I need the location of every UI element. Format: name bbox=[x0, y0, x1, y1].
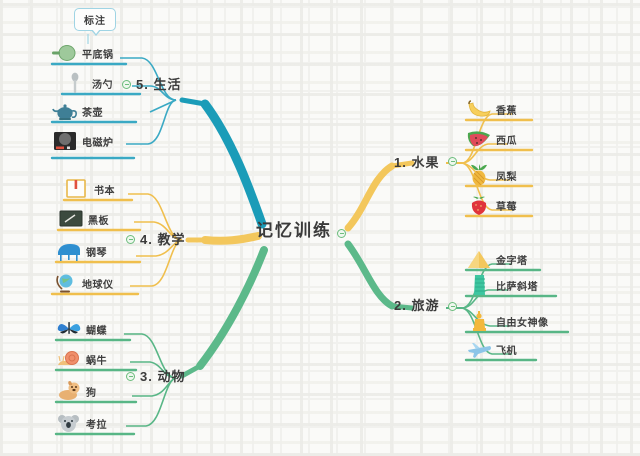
list-item[interactable]: 蝴蝶 bbox=[56, 318, 107, 342]
leaf-statue-of-liberty[interactable]: 自由女神像 bbox=[466, 310, 549, 334]
branch-label-fruit[interactable]: 1. 水果 bbox=[394, 155, 440, 170]
leaf-label: 汤勺 bbox=[92, 79, 113, 91]
leaf-koala[interactable]: 考拉 bbox=[56, 412, 107, 436]
collapse-minus-icon-fruit[interactable] bbox=[448, 157, 457, 166]
leaf-label: 考拉 bbox=[86, 419, 107, 431]
leaf-pyramid[interactable]: 金字塔 bbox=[466, 248, 528, 272]
leaf-label: 飞机 bbox=[496, 345, 517, 357]
snail-icon bbox=[56, 348, 82, 370]
leaf-label: 金字塔 bbox=[496, 255, 528, 267]
spoon-icon bbox=[62, 72, 88, 94]
list-item[interactable]: 凤梨 bbox=[466, 164, 517, 188]
leaf-dog[interactable]: 狗 bbox=[56, 380, 97, 404]
piano-icon bbox=[56, 240, 82, 262]
leaf-label: 地球仪 bbox=[82, 279, 114, 291]
leaf-label: 自由女神像 bbox=[496, 317, 549, 329]
leaf-strawberry[interactable]: 草莓 bbox=[466, 194, 517, 218]
frying-pan-icon bbox=[52, 42, 78, 64]
collapse-minus-icon-teaching[interactable] bbox=[126, 235, 135, 244]
collapse-minus-icon-travel[interactable] bbox=[448, 302, 457, 311]
banana-icon bbox=[466, 98, 492, 120]
leaf-blackboard[interactable]: 黑板 bbox=[58, 208, 109, 232]
list-item[interactable]: 狗 bbox=[56, 380, 97, 404]
leaf-frying-pan[interactable]: 平底锅 bbox=[52, 42, 114, 66]
leaf-pineapple[interactable]: 凤梨 bbox=[466, 164, 517, 188]
leaf-globe[interactable]: 地球仪 bbox=[52, 272, 114, 296]
airplane-icon bbox=[466, 338, 492, 360]
leaf-label: 茶壶 bbox=[82, 107, 103, 119]
collapse-minus-icon-animals[interactable] bbox=[126, 372, 135, 381]
induction-cooker-icon bbox=[52, 130, 78, 152]
dog-icon bbox=[56, 380, 82, 402]
leaf-spoon[interactable]: 汤勺 bbox=[62, 72, 113, 96]
list-item[interactable]: 蜗牛 bbox=[56, 348, 107, 372]
statue-of-liberty-icon bbox=[466, 310, 492, 332]
leaf-label: 黑板 bbox=[88, 215, 109, 227]
leaf-leaning-tower[interactable]: 比萨斜塔 bbox=[466, 274, 538, 298]
list-item[interactable]: 黑板 bbox=[58, 208, 109, 232]
leaf-butterfly[interactable]: 蝴蝶 bbox=[56, 318, 107, 342]
list-item[interactable]: 比萨斜塔 bbox=[466, 274, 538, 298]
watermelon-icon bbox=[466, 128, 492, 150]
branch-label-life[interactable]: 5. 生活 bbox=[136, 77, 182, 92]
list-item[interactable]: 地球仪 bbox=[52, 272, 114, 296]
leaf-snail[interactable]: 蜗牛 bbox=[56, 348, 107, 372]
list-item[interactable]: 书本 bbox=[64, 178, 115, 202]
callout-annotation[interactable]: 标注 bbox=[74, 8, 116, 36]
teapot-icon bbox=[52, 100, 78, 122]
branch-label-teaching[interactable]: 4. 教学 bbox=[140, 232, 186, 247]
list-item[interactable]: 草莓 bbox=[466, 194, 517, 218]
pineapple-icon bbox=[466, 164, 492, 186]
list-item[interactable]: 香蕉 bbox=[466, 98, 517, 122]
leaf-label: 蜗牛 bbox=[86, 355, 107, 367]
strawberry-icon bbox=[466, 194, 492, 216]
list-item[interactable]: 金字塔 bbox=[466, 248, 528, 272]
list-item[interactable]: 钢琴 bbox=[56, 240, 107, 264]
globe-icon bbox=[52, 272, 78, 294]
leaf-label: 钢琴 bbox=[86, 247, 107, 259]
leaf-induction-cooker[interactable]: 电磁炉 bbox=[52, 130, 114, 154]
leaf-label: 西瓜 bbox=[496, 135, 517, 147]
list-item[interactable]: 电磁炉 bbox=[52, 130, 114, 154]
leaf-watermelon[interactable]: 西瓜 bbox=[466, 128, 517, 152]
branch-label-animals[interactable]: 3. 动物 bbox=[140, 369, 186, 384]
leaf-banana[interactable]: 香蕉 bbox=[466, 98, 517, 122]
leaf-book[interactable]: 书本 bbox=[64, 178, 115, 202]
leaf-label: 凤梨 bbox=[496, 171, 517, 183]
list-item[interactable]: 考拉 bbox=[56, 412, 107, 436]
leaf-label: 平底锅 bbox=[82, 49, 114, 61]
leaning-tower-icon bbox=[466, 274, 492, 296]
leaf-label: 蝴蝶 bbox=[86, 325, 107, 337]
leaf-piano[interactable]: 钢琴 bbox=[56, 240, 107, 264]
collapse-minus-icon-life[interactable] bbox=[122, 80, 131, 89]
book-icon bbox=[64, 178, 90, 200]
koala-icon bbox=[56, 412, 82, 434]
leaf-label: 草莓 bbox=[496, 201, 517, 213]
collapse-minus-icon-root[interactable] bbox=[337, 229, 346, 238]
leaf-airplane[interactable]: 飞机 bbox=[466, 338, 517, 362]
leaf-label: 电磁炉 bbox=[82, 137, 114, 149]
leaf-label: 书本 bbox=[94, 185, 115, 197]
butterfly-icon bbox=[56, 318, 82, 340]
callout-label: 标注 bbox=[84, 16, 106, 27]
leaf-label: 狗 bbox=[86, 387, 97, 399]
list-item[interactable]: 西瓜 bbox=[466, 128, 517, 152]
root-node[interactable]: 记忆训练 bbox=[256, 221, 332, 240]
pyramid-icon bbox=[466, 248, 492, 270]
list-item[interactable]: 汤勺 bbox=[62, 72, 113, 96]
branch-label-travel[interactable]: 2. 旅游 bbox=[394, 298, 440, 313]
leaf-label: 香蕉 bbox=[496, 105, 517, 117]
leaf-teapot[interactable]: 茶壶 bbox=[52, 100, 103, 124]
list-item[interactable]: 自由女神像 bbox=[466, 310, 549, 334]
list-item[interactable]: 平底锅 bbox=[52, 42, 114, 66]
leaf-label: 比萨斜塔 bbox=[496, 281, 538, 293]
blackboard-icon bbox=[58, 208, 84, 230]
list-item[interactable]: 飞机 bbox=[466, 338, 517, 362]
list-item[interactable]: 茶壶 bbox=[52, 100, 103, 124]
